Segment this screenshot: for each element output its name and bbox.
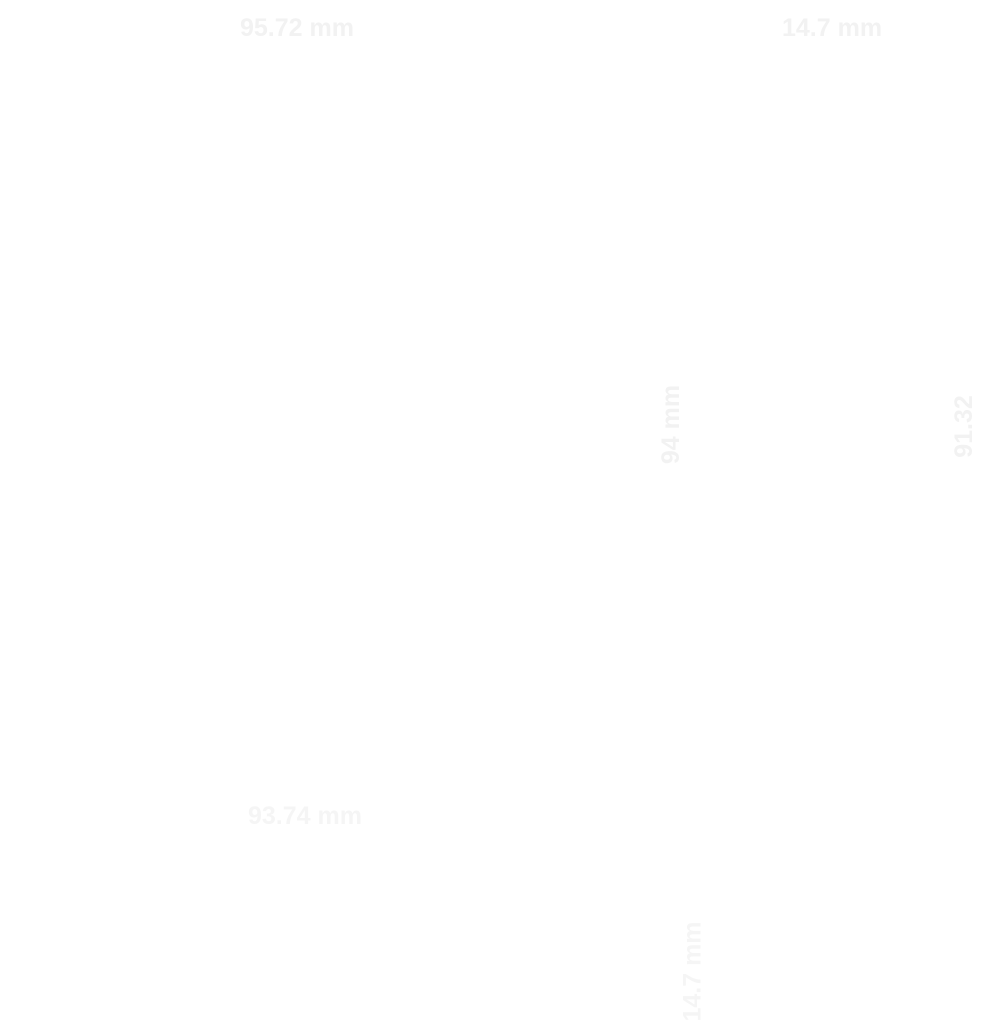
dimension-label-right-edge: 91.32 — [949, 395, 978, 458]
dimension-label-bottom-vertical: 14.7 mm — [678, 921, 707, 1022]
dimension-label-bottom-left: 93.74 mm — [248, 802, 362, 830]
dimension-label-top-right: 14.7 mm — [782, 14, 883, 42]
dimension-label-middle-vertical: 94 mm — [657, 384, 686, 465]
dimension-label-top-left: 95.72 mm — [240, 14, 354, 42]
